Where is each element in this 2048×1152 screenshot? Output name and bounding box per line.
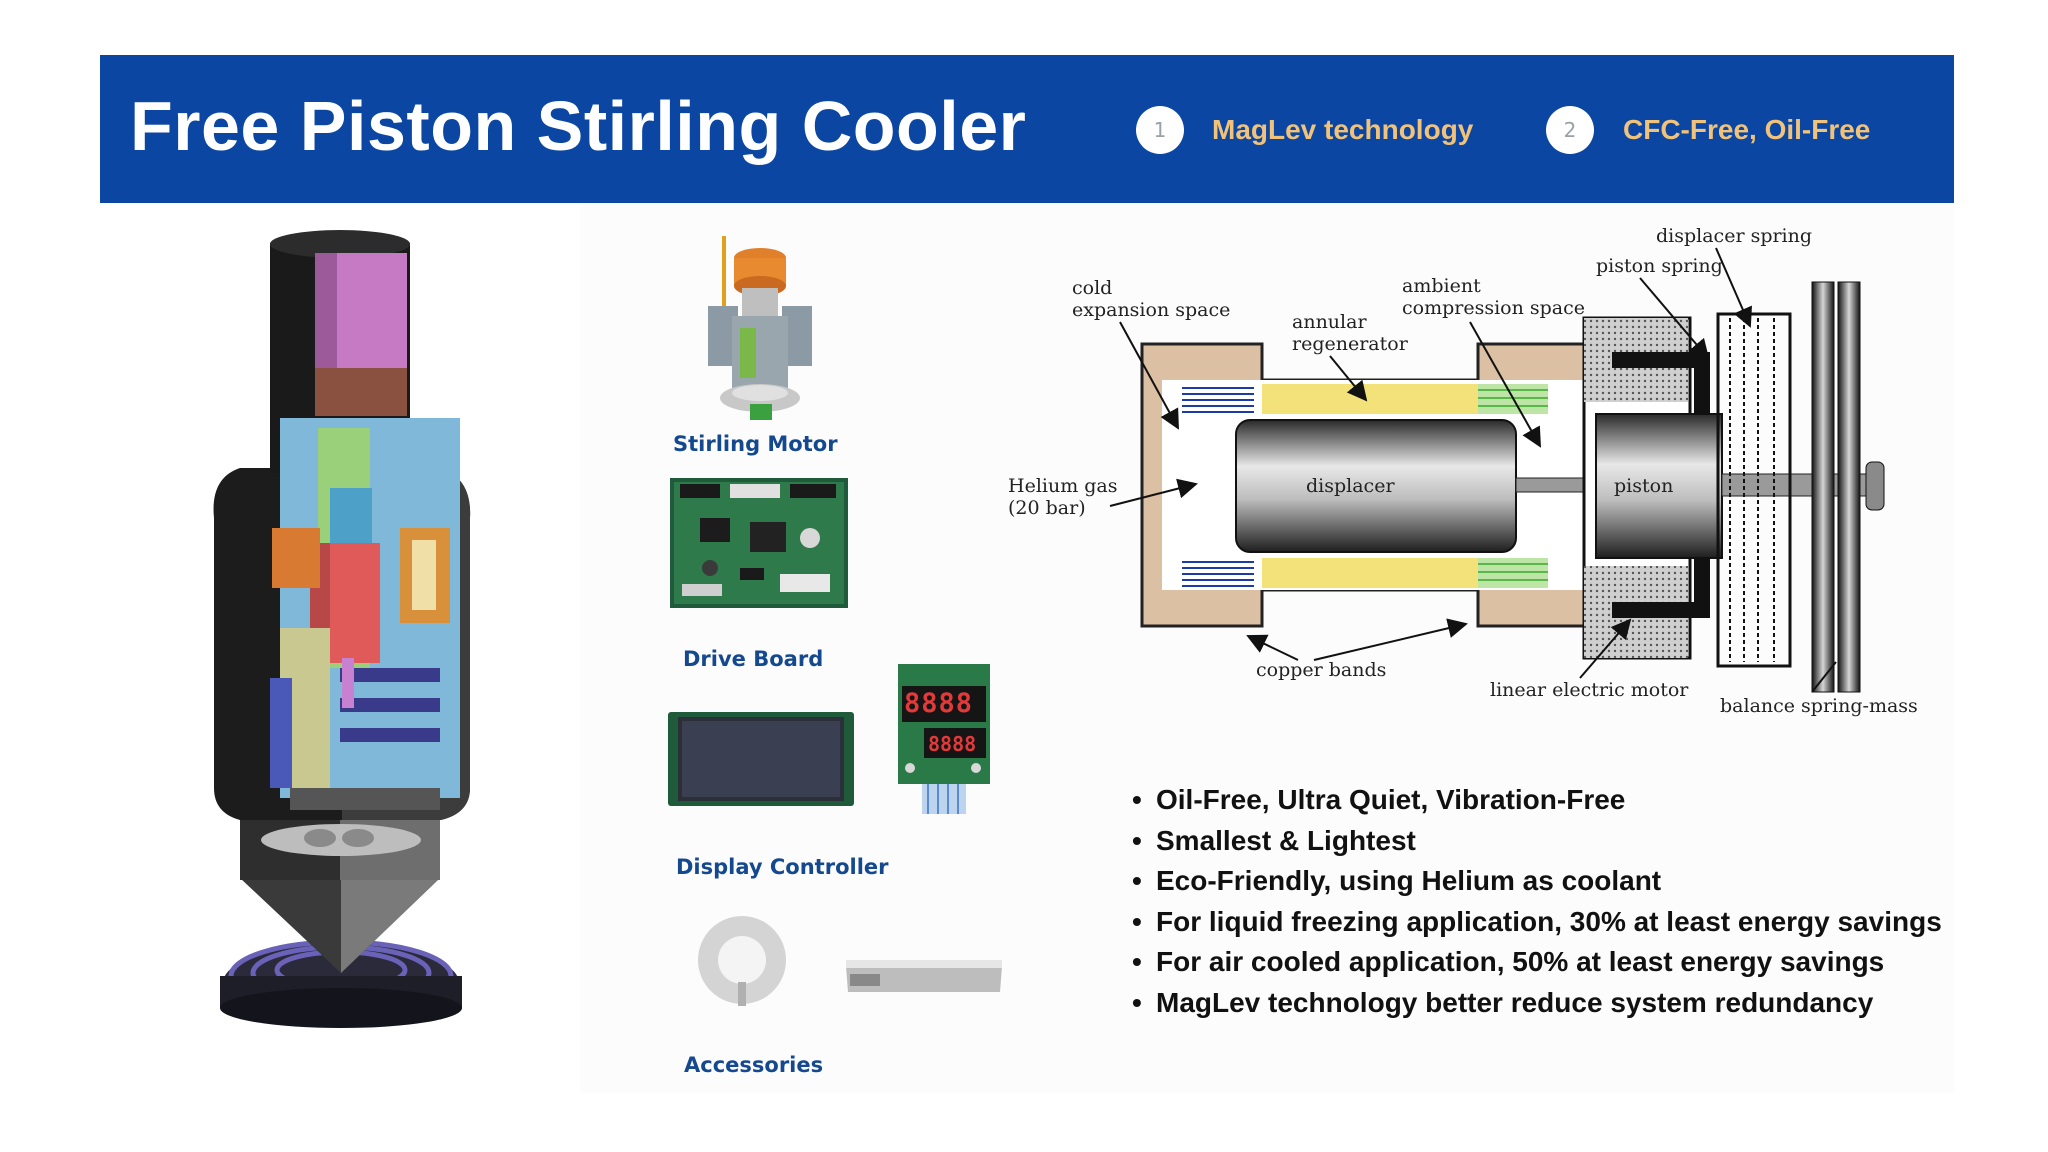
feature-cfc-free: CFC-Free, Oil-Free xyxy=(1623,114,1871,145)
accessories-image xyxy=(698,916,1002,1006)
label-regenerator: regenerator xyxy=(1292,333,1409,355)
led-digits-bottom: 8888 xyxy=(928,732,977,756)
display-controller-caption: Display Controller xyxy=(676,855,889,879)
bullet-item: Eco-Friendly, using Helium as coolant xyxy=(1130,861,1950,902)
label-piston: piston xyxy=(1614,475,1673,497)
label-compression-space: compression space xyxy=(1402,297,1585,319)
label-displacer-spring: displacer spring xyxy=(1656,225,1812,247)
label-piston-spring: piston spring xyxy=(1596,255,1723,277)
stirling-cross-section-diagram: cold expansion space annular regenerator… xyxy=(1008,225,1918,717)
header-banner xyxy=(100,55,1954,203)
bullet-item: For liquid freezing application, 30% at … xyxy=(1130,902,1950,943)
label-ambient: ambient xyxy=(1402,275,1481,297)
label-helium-gas: Helium gas xyxy=(1008,475,1118,497)
drive-board-caption: Drive Board xyxy=(683,647,824,671)
bullet-item: MagLev technology better reduce system r… xyxy=(1130,983,1950,1024)
label-pressure: (20 bar) xyxy=(1008,497,1086,519)
feature-maglev: MagLev technology xyxy=(1212,114,1474,145)
label-annular: annular xyxy=(1292,311,1367,333)
feature-badge-2: 2 xyxy=(1546,106,1594,154)
stirling-motor-caption: Stirling Motor xyxy=(673,432,838,456)
led-digits-top: 8888 xyxy=(904,688,974,719)
cooler-cutaway-illustration xyxy=(213,230,471,1028)
led-controller-image: 8888 8888 xyxy=(898,664,990,824)
drive-board-image xyxy=(670,478,848,608)
label-linear-motor: linear electric motor xyxy=(1490,679,1689,701)
display-screen-image xyxy=(668,712,854,806)
label-copper-bands: copper bands xyxy=(1256,659,1386,681)
feature-badge-1: 1 xyxy=(1136,106,1184,154)
label-balance-spring-mass: balance spring-mass xyxy=(1720,695,1918,717)
page-title: Free Piston Stirling Cooler xyxy=(130,87,1027,165)
bullet-item: Oil-Free, Ultra Quiet, Vibration-Free xyxy=(1130,780,1950,821)
feature-bullet-list: Oil-Free, Ultra Quiet, Vibration-Free Sm… xyxy=(1130,780,1950,1023)
stirling-motor-image xyxy=(708,236,812,420)
label-displacer: displacer xyxy=(1306,475,1395,497)
bullet-item: Smallest & Lightest xyxy=(1130,821,1950,862)
label-expansion-space: expansion space xyxy=(1072,299,1230,321)
bullet-item: For air cooled application, 50% at least… xyxy=(1130,942,1950,983)
label-cold: cold xyxy=(1072,277,1112,299)
accessories-caption: Accessories xyxy=(684,1053,824,1077)
